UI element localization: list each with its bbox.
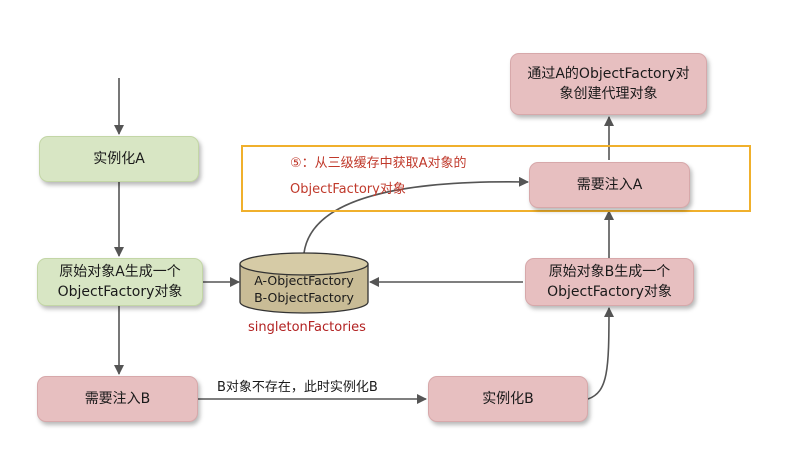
create-proxy-label-line1: 通过A的ObjectFactory对 bbox=[527, 66, 690, 82]
step5-highlight-frame bbox=[241, 145, 751, 212]
arrow-cache-to-inject-a bbox=[303, 176, 529, 254]
instantiate-b-node: 实例化B bbox=[428, 376, 588, 422]
create-proxy-label-line2: 象创建代理对象 bbox=[559, 86, 658, 102]
b-object-factory-node: 原始对象B生成一个 ObjectFactory对象 bbox=[525, 258, 694, 306]
arrow-instantiate-b-to-b-factory bbox=[587, 307, 614, 400]
b-missing-annotation: B对象不存在，此时实例化B bbox=[217, 380, 378, 395]
cache-entry-a: A-ObjectFactory bbox=[254, 273, 354, 288]
inject-a-node: 需要注入A bbox=[529, 162, 690, 208]
create-proxy-node: 通过A的ObjectFactory对 象创建代理对象 bbox=[510, 53, 707, 115]
cache-entry-b: B-ObjectFactory bbox=[254, 290, 354, 305]
a-object-factory-label-line1: 原始对象A生成一个 bbox=[59, 264, 181, 280]
b-object-factory-label-line1: 原始对象B生成一个 bbox=[548, 264, 671, 280]
singleton-factories-label: singletonFactories bbox=[248, 320, 366, 335]
inject-a-label: 需要注入A bbox=[576, 177, 643, 193]
step5-annotation-line1: ⑤：从三级缓存中获取A对象的 bbox=[290, 156, 467, 171]
instantiate-b-label: 实例化B bbox=[482, 391, 534, 407]
inject-b-node: 需要注入B bbox=[37, 376, 198, 422]
a-object-factory-label-line2: ObjectFactory对象 bbox=[57, 284, 183, 300]
instantiate-a-label: 实例化A bbox=[93, 151, 145, 167]
a-object-factory-node: 原始对象A生成一个 ObjectFactory对象 bbox=[37, 258, 203, 306]
step5-annotation-line2: ObjectFactory对象 bbox=[290, 182, 406, 197]
singleton-factories-cache-icon: A-ObjectFactory B-ObjectFactory bbox=[239, 252, 369, 314]
instantiate-a-node: 实例化A bbox=[39, 136, 199, 182]
inject-b-label: 需要注入B bbox=[84, 391, 151, 407]
b-object-factory-label-line2: ObjectFactory对象 bbox=[547, 284, 672, 300]
